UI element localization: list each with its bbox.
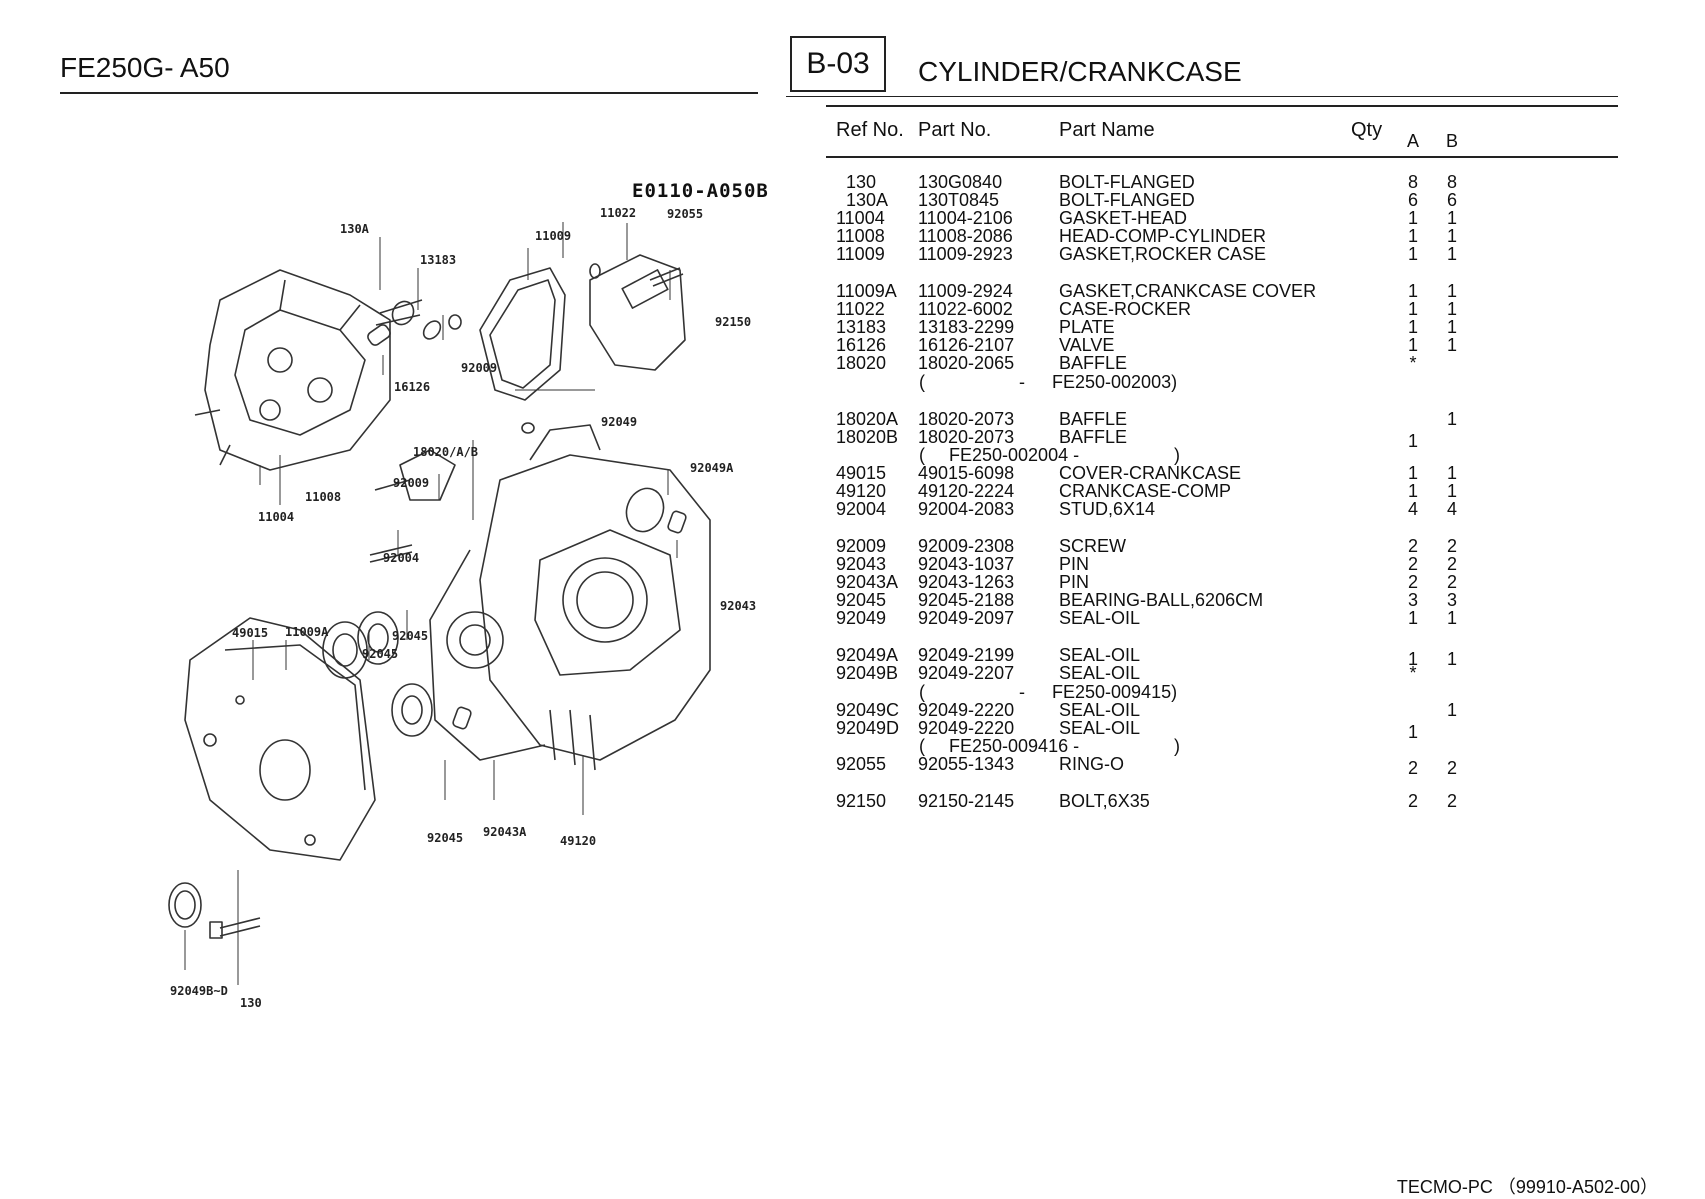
- header-rule-top: [786, 96, 1618, 97]
- callout-92009-top: 92009: [461, 361, 497, 375]
- model-title: FE250G- A50: [60, 52, 230, 83]
- callout-11022: 11022: [600, 206, 636, 220]
- callout-92049: 92049: [601, 415, 637, 429]
- callout-11008: 11008: [305, 490, 341, 504]
- callout-92045-a: 92045: [392, 629, 428, 643]
- col-header-qty: Qty: [1351, 119, 1383, 141]
- callout-11004: 11004: [258, 510, 294, 524]
- header-rule-second: [826, 105, 1618, 107]
- callout-130: 130: [240, 996, 262, 1010]
- callout-92043: 92043: [720, 599, 756, 613]
- col-header-part: Part No.: [918, 119, 992, 141]
- crankcase-cover-part: [184, 617, 376, 861]
- crankcase-part: [429, 424, 711, 771]
- callout-92045-c: 92045: [427, 831, 463, 845]
- rocker-gasket-part: [479, 267, 566, 401]
- callout-49015: 49015: [232, 626, 268, 640]
- callout-92045-b: 92045: [362, 647, 398, 661]
- bearing-part: [322, 611, 433, 737]
- callout-49120: 49120: [560, 834, 596, 848]
- diagram-code: E0110-A050B: [632, 180, 769, 202]
- cylinder-head-part: [194, 269, 391, 471]
- callout-130A: 130A: [340, 222, 370, 236]
- callout-92150: 92150: [715, 315, 751, 329]
- col-header-ref: Ref No.: [836, 119, 904, 141]
- callout-92049A: 92049A: [690, 461, 734, 475]
- exploded-parts-diagram: 130A 13183 11009 11022 92055 92150 92009…: [168, 206, 756, 1010]
- col-header-name: Part Name: [1059, 119, 1155, 141]
- callout-16126: 16126: [394, 380, 430, 394]
- callout-11009: 11009: [535, 229, 571, 243]
- col-header-a: A: [1407, 131, 1420, 151]
- header-rule-bottom: [826, 156, 1618, 158]
- callout-11009A: 11009A: [285, 625, 329, 639]
- callout-92043A: 92043A: [483, 825, 527, 839]
- rocker-case-part: [589, 254, 686, 371]
- title-rule: [60, 92, 758, 94]
- callout-92009-mid: 92009: [393, 476, 429, 490]
- callout-92055: 92055: [667, 207, 703, 221]
- section-code-box: B-03: [790, 36, 886, 92]
- footer-code: TECMO-PC （99910-A502-00）: [1396, 1177, 1658, 1197]
- section-title: CYLINDER/CRANKCASE: [918, 56, 1242, 87]
- callout-92049B-D: 92049B~D: [170, 984, 228, 998]
- callout-13183: 13183: [420, 253, 456, 267]
- callout-18020: 18020/A/B: [413, 445, 478, 459]
- callout-92004: 92004: [383, 551, 419, 565]
- col-header-b: B: [1446, 131, 1459, 151]
